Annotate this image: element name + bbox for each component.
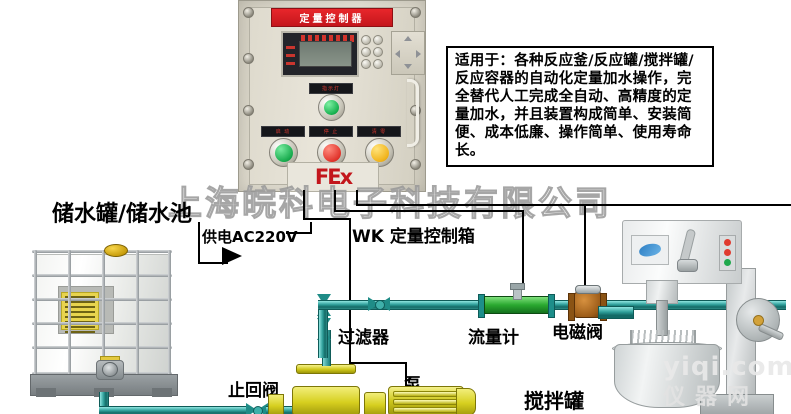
control-cabinet: 定量控制器 指示灯 启 动 停 止 清 零 bbox=[238, 0, 426, 192]
lcd-status-led bbox=[286, 54, 295, 57]
indicator-lamp-bulb bbox=[324, 100, 339, 115]
flowmeter-flange-right bbox=[548, 294, 555, 318]
signal-wire-pump bbox=[349, 218, 351, 364]
label-filter: 过滤器 bbox=[338, 328, 389, 348]
pump-coupling bbox=[364, 392, 386, 414]
pump-body bbox=[292, 386, 360, 414]
direction-keypad[interactable] bbox=[391, 31, 425, 75]
cabinet-screw bbox=[410, 159, 421, 170]
mixer-logo-icon bbox=[637, 241, 663, 259]
motor-end-cap bbox=[456, 388, 476, 414]
label-solenoid-valve: 电磁阀 bbox=[552, 323, 603, 343]
pipe-suction-line bbox=[99, 406, 247, 414]
check-valve-symbol bbox=[246, 403, 268, 414]
indicator-lamp bbox=[318, 94, 345, 121]
controller-display bbox=[281, 31, 359, 77]
power-arrow-icon bbox=[222, 247, 242, 265]
mixer-base bbox=[700, 394, 774, 414]
signal-wire-flowmeter bbox=[522, 210, 524, 290]
reset-button[interactable] bbox=[365, 138, 394, 167]
mixer-control-strip[interactable] bbox=[719, 235, 736, 271]
flowmeter-sensor-cap bbox=[510, 283, 525, 290]
mixing-tank-machine bbox=[598, 218, 785, 414]
cabinet-screw bbox=[243, 53, 254, 64]
indicator-lamp-plate: 指示灯 bbox=[309, 83, 353, 94]
panel-key-2[interactable] bbox=[373, 35, 383, 45]
mixer-handwheel-hub bbox=[753, 315, 764, 326]
start-button-plate: 启 动 bbox=[261, 126, 305, 137]
label-control-box: WK 定量控制箱 bbox=[352, 227, 475, 247]
mixer-led-red-2 bbox=[724, 249, 731, 256]
cabinet-door-handle[interactable] bbox=[407, 79, 419, 147]
ibc-fill-cap[interactable] bbox=[104, 244, 128, 257]
mixer-led-green bbox=[724, 259, 731, 266]
signal-wire-flowmeter bbox=[334, 210, 524, 212]
arrow-down-icon[interactable] bbox=[404, 64, 412, 69]
brand-nameplate: FEx bbox=[287, 162, 379, 192]
label-flow-meter: 流量计 bbox=[468, 328, 519, 348]
water-storage-tank bbox=[28, 244, 178, 397]
brand-mark: FEx bbox=[314, 165, 353, 189]
start-button-cap[interactable] bbox=[274, 143, 293, 162]
solenoid-coil bbox=[575, 285, 601, 294]
cabinet-screw bbox=[243, 7, 254, 18]
signal-wire-flowmeter bbox=[334, 190, 336, 212]
description-text: 适用于：各种反应釜/反应罐/搅拌罐/反应容器的自动化定量加水操作，完全替代人工完… bbox=[455, 53, 694, 159]
arrow-left-icon[interactable] bbox=[395, 50, 400, 58]
panel-key-5[interactable] bbox=[361, 59, 371, 69]
flow-meter bbox=[484, 283, 550, 314]
power-line bbox=[198, 222, 200, 264]
stop-button-cap[interactable] bbox=[322, 143, 341, 162]
signal-wire-pump bbox=[349, 362, 407, 364]
stop-button-plate: 停 止 bbox=[309, 126, 353, 137]
mixer-led-red bbox=[724, 239, 731, 246]
reset-button-cap[interactable] bbox=[370, 143, 389, 162]
pump-inlet-flange bbox=[268, 394, 284, 414]
label-water-tank: 储水罐/储水池 bbox=[52, 202, 193, 227]
pump-motor bbox=[388, 386, 464, 414]
label-mixing-tank: 搅拌罐 bbox=[524, 389, 584, 413]
start-button[interactable] bbox=[269, 138, 298, 167]
pipe-riser bbox=[318, 300, 328, 358]
reset-button-plate: 清 零 bbox=[357, 126, 401, 137]
panel-key-4[interactable] bbox=[373, 47, 383, 57]
lcd-digit-row bbox=[301, 35, 354, 42]
panel-key-3[interactable] bbox=[361, 47, 371, 57]
pipe-tank-drop bbox=[99, 392, 109, 414]
arrow-right-icon[interactable] bbox=[416, 50, 421, 58]
description-box: 适用于：各种反应釜/反应罐/搅拌罐/反应容器的自动化定量加水操作，完全替代人工完… bbox=[446, 46, 714, 167]
label-power-supply: 供电AC220V bbox=[202, 228, 298, 246]
cabinet-screw bbox=[243, 159, 254, 170]
signal-wire-pump bbox=[405, 362, 407, 386]
power-line bbox=[310, 222, 312, 234]
mixer-water-inlet bbox=[598, 306, 634, 319]
mixer-head bbox=[622, 220, 742, 284]
signal-wire-solenoid bbox=[584, 204, 586, 290]
mixer-lever-knob[interactable] bbox=[677, 259, 698, 272]
lcd-screen bbox=[299, 41, 352, 67]
label-check-valve: 止回阀 bbox=[228, 381, 279, 401]
signal-wire-pump bbox=[303, 190, 305, 220]
mixer-brand-badge bbox=[631, 235, 669, 265]
cabinet-title-banner: 定量控制器 bbox=[271, 8, 393, 27]
panel-key-1[interactable] bbox=[361, 35, 371, 45]
lcd-status-led bbox=[286, 62, 295, 65]
power-line bbox=[286, 232, 312, 234]
power-line bbox=[198, 262, 228, 264]
signal-wire-solenoid bbox=[356, 190, 358, 206]
filter-symbol bbox=[368, 297, 390, 311]
cabinet-screw bbox=[410, 105, 421, 116]
signal-wire-pump bbox=[303, 218, 351, 220]
cabinet-screw bbox=[410, 7, 421, 18]
panel-key-6[interactable] bbox=[373, 59, 383, 69]
arrow-up-icon[interactable] bbox=[404, 36, 412, 41]
ibc-outlet-port bbox=[102, 362, 118, 377]
cabinet-screw bbox=[243, 105, 254, 116]
signal-wire-solenoid bbox=[356, 204, 791, 206]
pipe-to-pump bbox=[266, 406, 316, 414]
lcd-status-led bbox=[286, 46, 295, 49]
